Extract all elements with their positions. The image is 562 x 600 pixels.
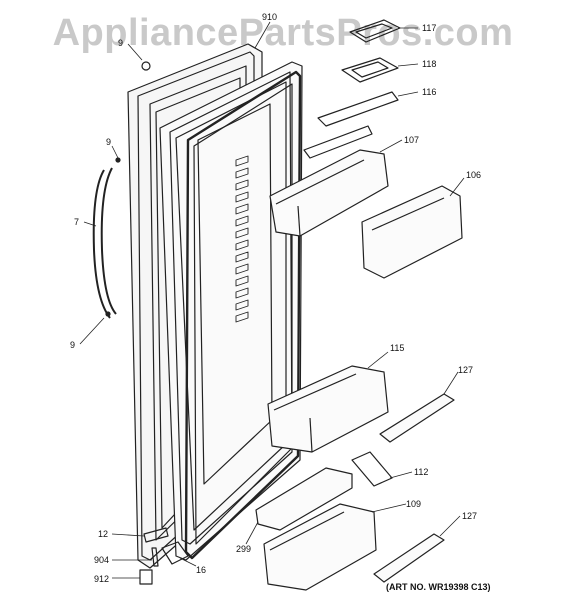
bin-115 xyxy=(267,365,389,453)
liner-rib xyxy=(235,263,249,275)
liner-rib xyxy=(235,239,249,251)
callout-118: 118 xyxy=(422,59,436,69)
callout-9-top: 9 xyxy=(118,38,123,48)
trim-127-top xyxy=(379,393,455,443)
liner-ribs xyxy=(235,155,249,323)
cover-106 xyxy=(361,185,463,279)
bushing-9 xyxy=(141,61,151,71)
callout-904: 904 xyxy=(94,555,109,565)
liner-rib xyxy=(235,299,249,311)
liner-rib xyxy=(235,167,249,179)
handle-7 xyxy=(92,167,117,319)
screw-904 xyxy=(151,547,159,567)
trim-116 xyxy=(317,91,399,127)
callout-labels: 910 9 117 118 116 107 106 9 7 9 115 127 … xyxy=(70,12,481,584)
liner-rib xyxy=(235,227,249,239)
liner-rib xyxy=(235,287,249,299)
bin-299 xyxy=(255,467,353,531)
callout-7: 7 xyxy=(74,217,79,227)
liner-rib xyxy=(235,179,249,191)
liner-rib xyxy=(235,155,249,167)
callout-912: 912 xyxy=(94,574,109,584)
liner-rib xyxy=(235,275,249,287)
liner-rib xyxy=(235,215,249,227)
callout-9-bottom: 9 xyxy=(70,340,75,350)
callout-16: 16 xyxy=(196,565,206,575)
bracket-16 xyxy=(161,541,189,565)
liner-rib xyxy=(235,191,249,203)
callout-112: 112 xyxy=(414,467,428,477)
callout-116: 116 xyxy=(422,87,436,97)
watermark: AppliancePartsPros.com xyxy=(52,12,514,54)
screw-9-bottom xyxy=(105,311,111,317)
callout-12: 12 xyxy=(98,529,108,539)
callout-910: 910 xyxy=(262,12,277,22)
leader-lines xyxy=(79,21,465,579)
bin-109 xyxy=(263,503,377,591)
hinge-12 xyxy=(143,527,169,543)
callout-9-left: 9 xyxy=(106,137,111,147)
bushing-912 xyxy=(139,569,153,585)
callout-127-top: 127 xyxy=(458,365,473,375)
callout-107: 107 xyxy=(404,135,419,145)
callout-117: 117 xyxy=(422,23,436,33)
callout-299: 299 xyxy=(236,544,251,554)
liner-rib xyxy=(235,311,249,323)
callout-109: 109 xyxy=(406,499,421,509)
callout-115: 115 xyxy=(390,343,404,353)
door-liner xyxy=(159,61,303,561)
screw-9-top xyxy=(115,157,121,163)
trim-127-bottom xyxy=(373,533,445,583)
part-112 xyxy=(351,451,393,487)
liner-rib xyxy=(235,203,249,215)
top-cap xyxy=(349,19,401,43)
callout-127-bottom: 127 xyxy=(462,511,477,521)
liner-rib xyxy=(235,251,249,263)
callout-106: 106 xyxy=(466,170,481,180)
art-number: (ART NO. WR19398 C13) xyxy=(386,582,491,592)
cap-118 xyxy=(341,57,399,83)
bar-107 xyxy=(303,125,373,159)
bin-107 xyxy=(269,149,389,237)
